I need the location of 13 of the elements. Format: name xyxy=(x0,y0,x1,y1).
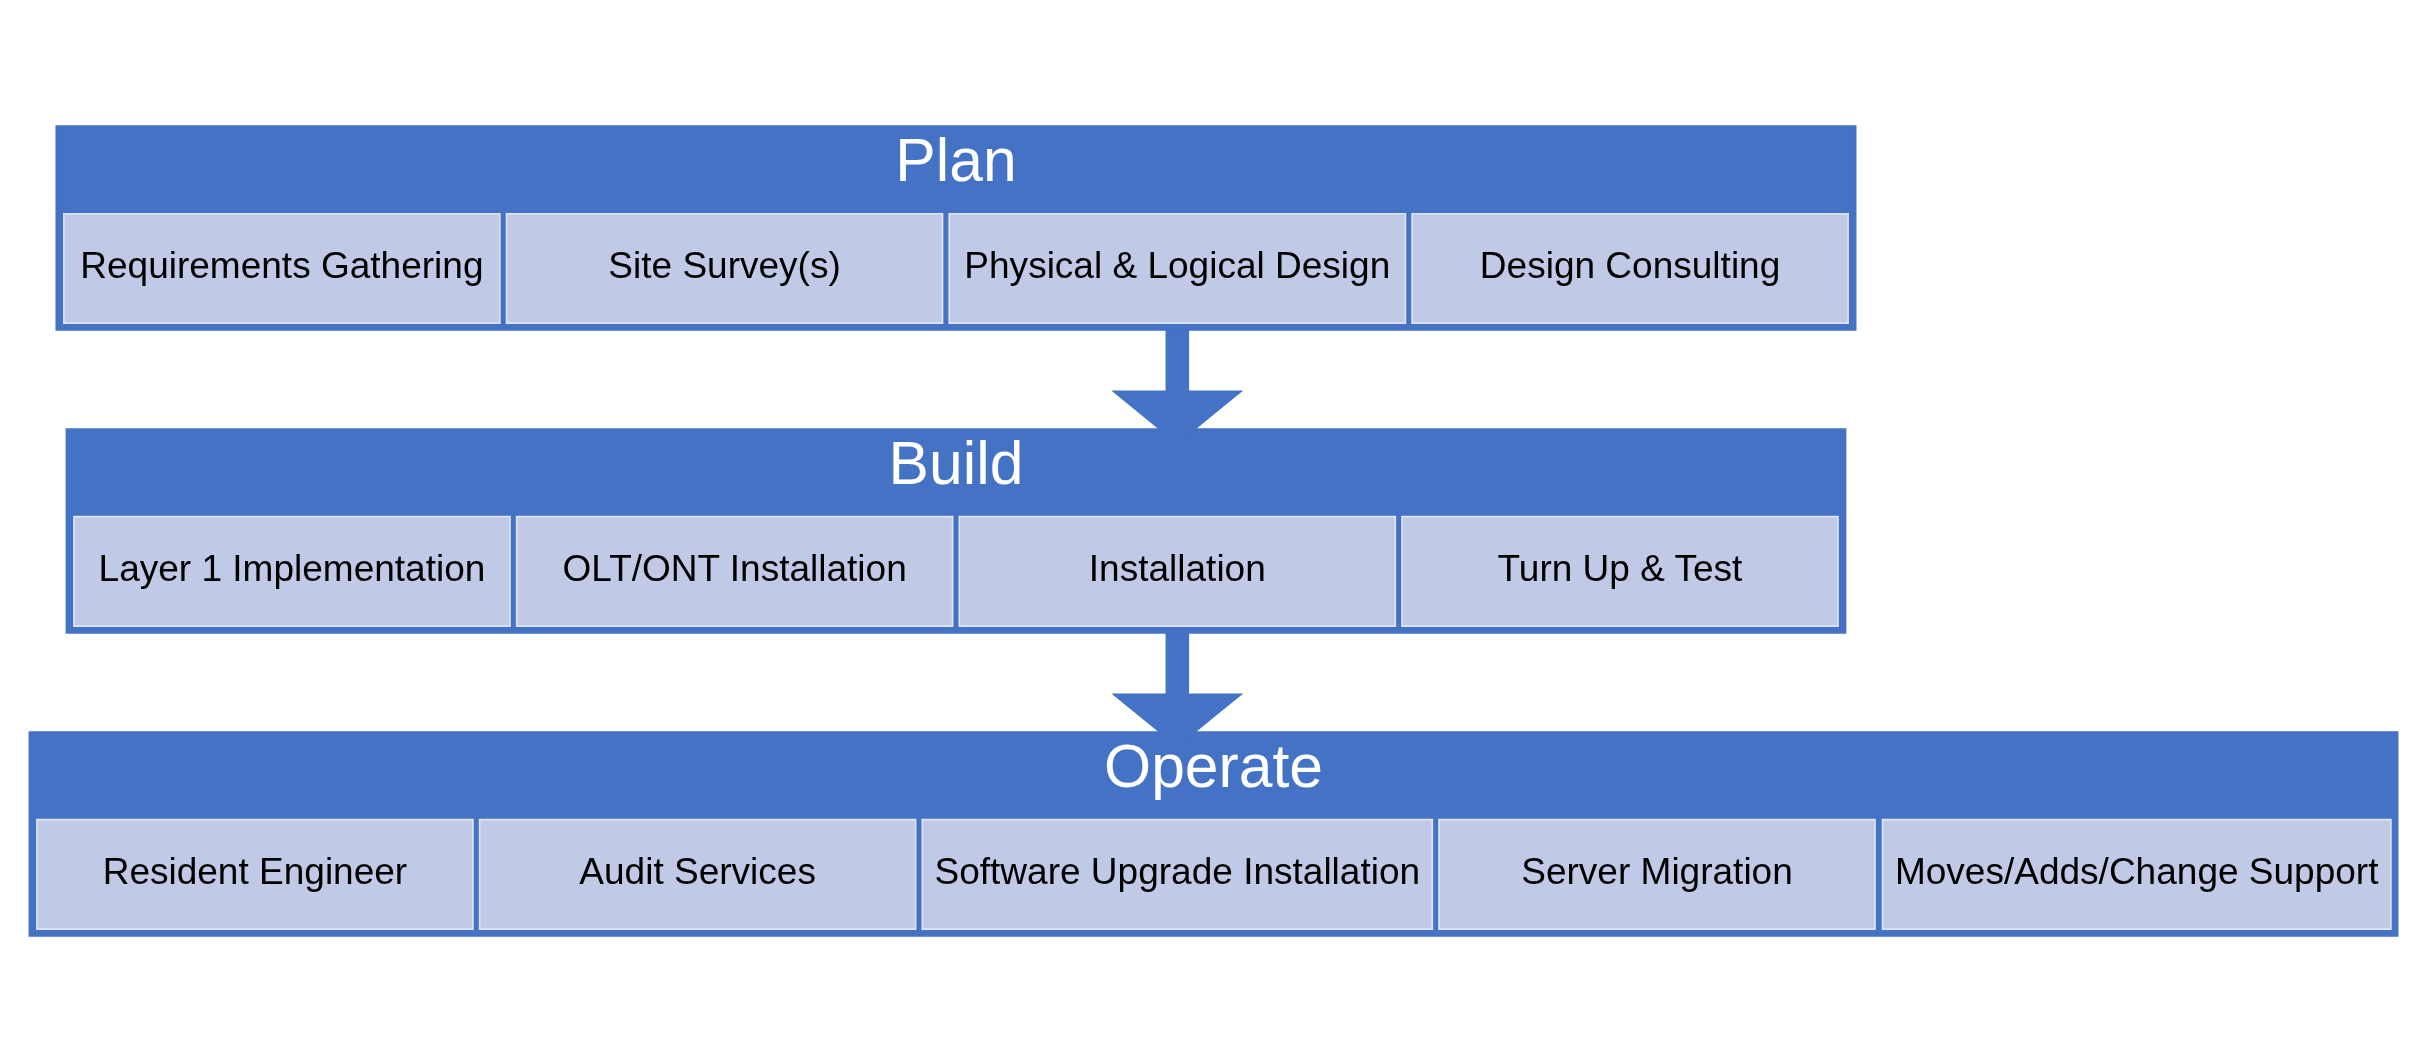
node-box: Design Consulting xyxy=(1411,212,1849,324)
node-box: Installation xyxy=(958,515,1397,627)
node-box: Physical & Logical Design xyxy=(948,212,1407,324)
node-box: Turn Up & Test xyxy=(1401,515,1839,627)
node-box: Requirements Gathering xyxy=(63,212,501,324)
node-box: OLT/ONT Installation xyxy=(515,515,954,627)
node-box: Site Survey(s) xyxy=(505,212,944,324)
node-box: Layer 1 Implementation xyxy=(73,515,511,627)
node-box: Server Migration xyxy=(1438,818,1876,930)
node-box: Resident Engineer xyxy=(36,818,474,930)
node-box: Moves/Adds/Change Support xyxy=(1881,818,2392,930)
node-box: Audit Services xyxy=(478,818,917,930)
node-box: Software Upgrade Installation xyxy=(921,818,1434,930)
